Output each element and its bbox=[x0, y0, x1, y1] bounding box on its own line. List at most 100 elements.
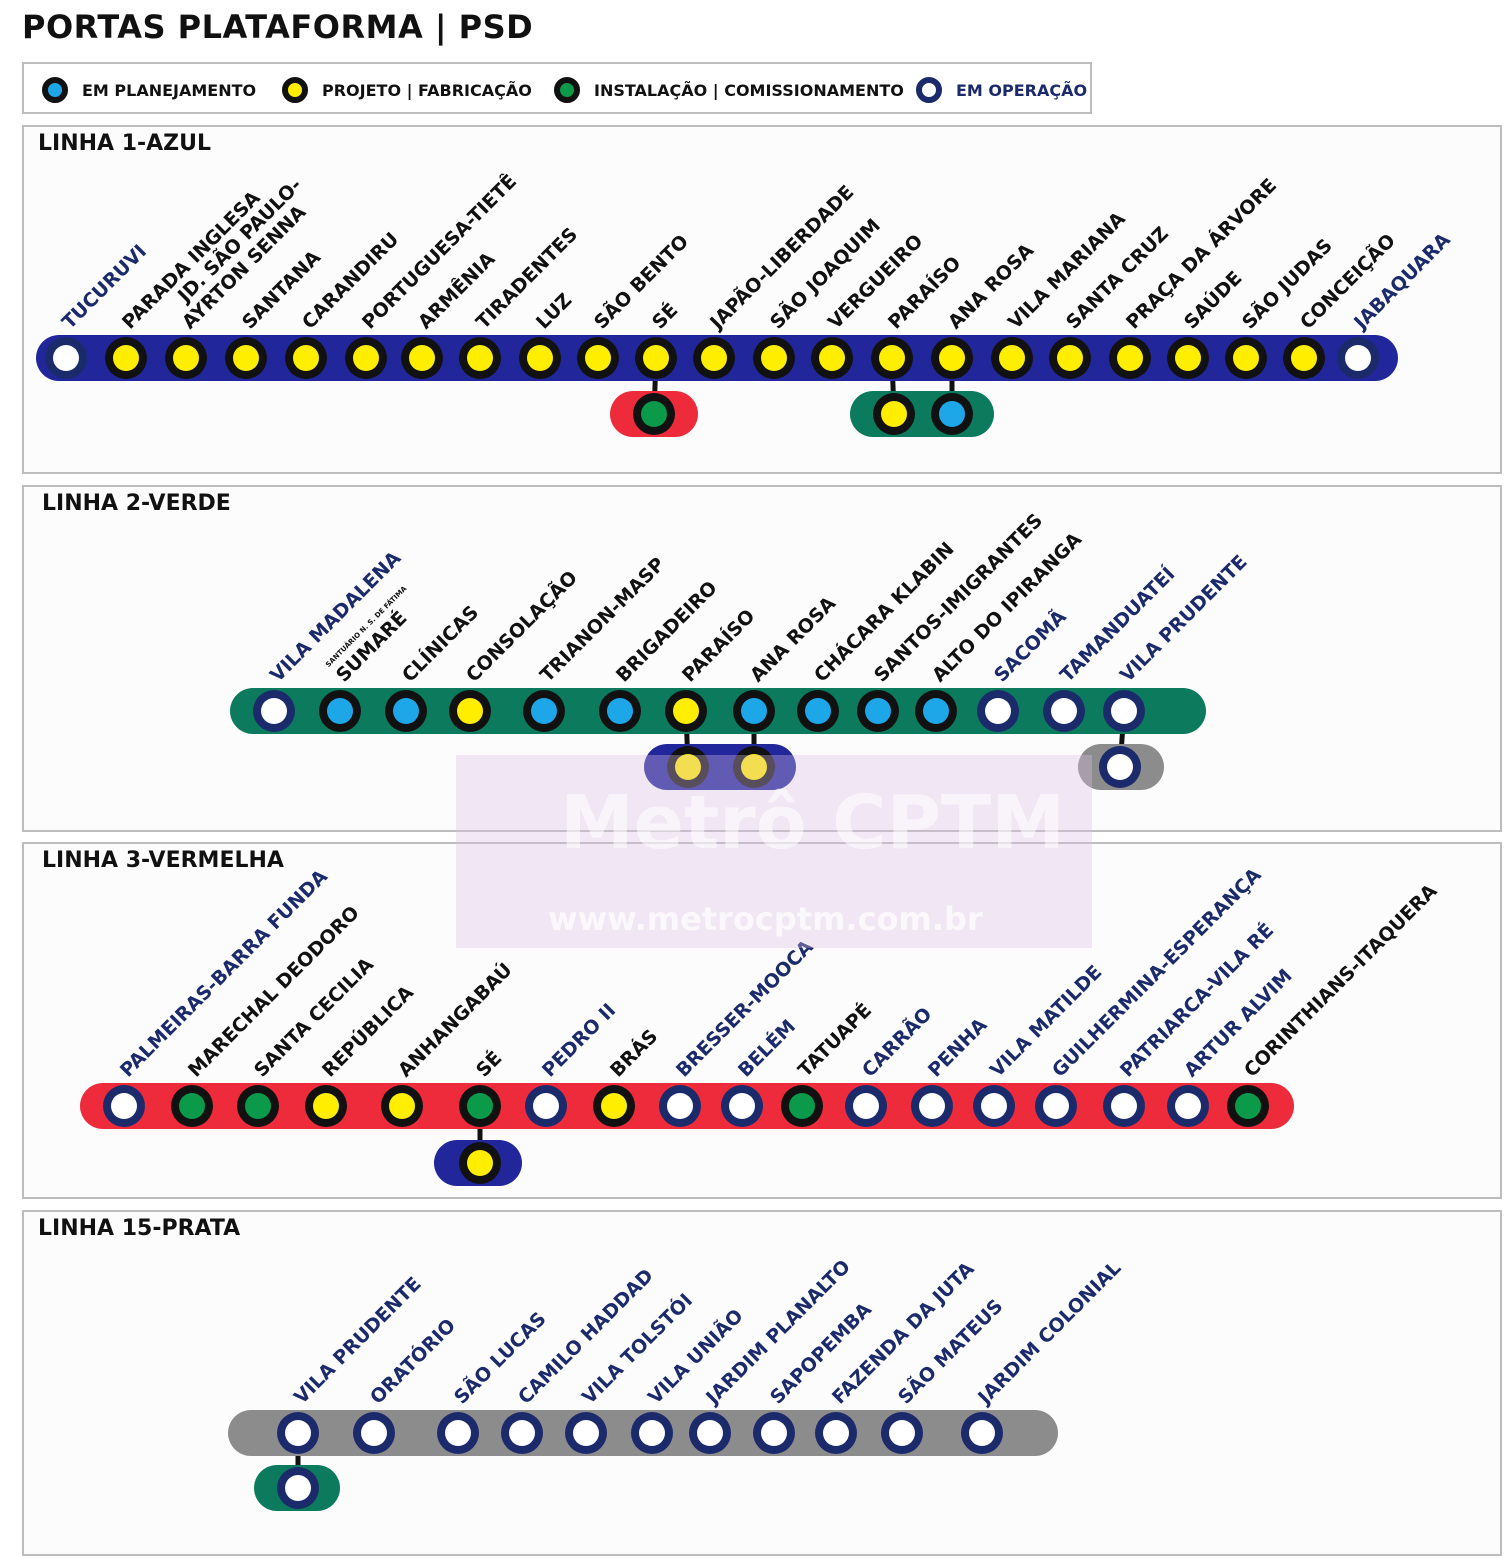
station-dot bbox=[533, 1093, 559, 1119]
station-dot bbox=[393, 698, 419, 724]
station-dot bbox=[805, 698, 831, 724]
legend-item-project: PROJETO | FABRICAÇÃO bbox=[282, 64, 532, 116]
station-label-group: VILA TOLSTÓI bbox=[577, 1288, 697, 1408]
transfer-station-dot bbox=[1107, 754, 1133, 780]
station-dot bbox=[889, 1420, 915, 1446]
station-dot bbox=[467, 345, 493, 371]
station-label: VILA PRUDENTE bbox=[290, 1273, 426, 1409]
station-dot bbox=[607, 698, 633, 724]
legend-label: INSTALAÇÃO | COMISSIONAMENTO bbox=[594, 80, 904, 100]
station-dot bbox=[741, 698, 767, 724]
station-label: PENHA bbox=[924, 1014, 992, 1082]
station-dot bbox=[939, 345, 965, 371]
station-label-group: PENHA bbox=[924, 1014, 992, 1082]
station-dot bbox=[53, 345, 79, 371]
station-dot bbox=[313, 1093, 339, 1119]
transfer-station-dot bbox=[285, 1475, 311, 1501]
station-dot bbox=[819, 345, 845, 371]
station-label-group: SANTA CECILIA bbox=[250, 953, 378, 1081]
station-dot bbox=[879, 345, 905, 371]
station-dot bbox=[1051, 698, 1077, 724]
station-label: TIRADENTES bbox=[472, 223, 582, 333]
legend-item-planning: EM PLANEJAMENTO bbox=[42, 64, 256, 116]
station-label: LUZ bbox=[532, 289, 576, 333]
station-label-group: SANTA CRUZ bbox=[1062, 223, 1173, 334]
station-dot bbox=[1057, 345, 1083, 371]
station-dot bbox=[1233, 345, 1259, 371]
station-dot bbox=[981, 1093, 1007, 1119]
station-dot bbox=[531, 698, 557, 724]
transfer-station-dot bbox=[641, 401, 667, 427]
legend-dot-planning bbox=[42, 77, 68, 103]
legend-label: EM OPERAÇÃO bbox=[956, 80, 1088, 100]
station-label-group: ARTUR ALVIM bbox=[1180, 965, 1297, 1082]
station-dot bbox=[353, 345, 379, 371]
station-label: SÉ bbox=[471, 1046, 506, 1081]
station-dot bbox=[643, 345, 669, 371]
station-label: VILA TOLSTÓI bbox=[577, 1288, 697, 1408]
station-label-group: TRIANON-MASP bbox=[536, 553, 669, 686]
legend-dot-project bbox=[282, 77, 308, 103]
station-label-group: BRÁS bbox=[605, 1025, 662, 1082]
legend-dot-operation bbox=[916, 77, 942, 103]
legend-label: EM PLANEJAMENTO bbox=[82, 80, 257, 100]
transfer-station-dot bbox=[741, 754, 767, 780]
station-dot bbox=[761, 345, 787, 371]
station-dot bbox=[509, 1420, 535, 1446]
station-dot bbox=[601, 1093, 627, 1119]
station-label: SÉ bbox=[647, 298, 682, 333]
station-label-group: CONCEIÇÃO bbox=[1295, 228, 1400, 333]
station-dot bbox=[467, 1093, 493, 1119]
station-label: BRÁS bbox=[605, 1025, 662, 1082]
station-dot bbox=[293, 345, 319, 371]
station-label: SANTA CECILIA bbox=[250, 953, 378, 1081]
station-dot bbox=[969, 1420, 995, 1446]
panel-linha-3: LINHA 3-VERMELHA bbox=[22, 842, 1502, 1199]
station-dot bbox=[457, 698, 483, 724]
station-dot bbox=[823, 1420, 849, 1446]
station-dot bbox=[697, 1420, 723, 1446]
line-title: LINHA 1-AZUL bbox=[38, 131, 212, 156]
station-dot bbox=[233, 345, 259, 371]
legend-label: PROJETO | FABRICAÇÃO bbox=[322, 80, 532, 100]
station-dot bbox=[1291, 345, 1317, 371]
station-dot bbox=[1235, 1093, 1261, 1119]
line-title: LINHA 15-PRATA bbox=[38, 1216, 241, 1241]
transfer-station-dot bbox=[467, 1150, 493, 1176]
station-dot bbox=[729, 1093, 755, 1119]
station-dot bbox=[1111, 698, 1137, 724]
station-label: ARTUR ALVIM bbox=[1180, 965, 1297, 1082]
station-dot bbox=[1111, 1093, 1137, 1119]
legend-item-install: INSTALAÇÃO | COMISSIONAMENTO bbox=[554, 64, 904, 116]
station-dot bbox=[853, 1093, 879, 1119]
station-label: JARDIM COLONIAL bbox=[973, 1257, 1126, 1410]
station-label-group: VILA MATILDE bbox=[986, 961, 1106, 1081]
station-dot bbox=[761, 1420, 787, 1446]
station-dot bbox=[573, 1420, 599, 1446]
station-label: TAMANDUATEÍ bbox=[1055, 562, 1179, 686]
station-label-group: TIRADENTES bbox=[472, 223, 582, 333]
station-dot bbox=[111, 1093, 137, 1119]
station-label-group: VILA PRUDENTE bbox=[290, 1273, 426, 1409]
station-label: JABAQUARA bbox=[1349, 229, 1455, 335]
station-dot bbox=[1175, 1093, 1201, 1119]
station-dot bbox=[179, 1093, 205, 1119]
station-dot bbox=[585, 345, 611, 371]
station-dot bbox=[923, 698, 949, 724]
station-dot bbox=[919, 1093, 945, 1119]
station-label-group: TAMANDUATEÍ bbox=[1055, 562, 1179, 686]
station-dot bbox=[361, 1420, 387, 1446]
legend: EM PLANEJAMENTO PROJETO | FABRICAÇÃO INS… bbox=[22, 62, 1092, 114]
station-label: VILA MATILDE bbox=[986, 961, 1106, 1081]
station-label: SANTA CRUZ bbox=[1062, 223, 1173, 334]
station-dot bbox=[1043, 1093, 1069, 1119]
station-label-group: LUZ bbox=[532, 289, 576, 333]
station-dot bbox=[865, 698, 891, 724]
station-dot bbox=[527, 345, 553, 371]
panel-linha-1: LINHA 1-AZUL bbox=[22, 125, 1502, 474]
station-dot bbox=[261, 698, 287, 724]
station-dot bbox=[113, 345, 139, 371]
station-dot bbox=[1345, 345, 1371, 371]
station-label-group: SÉ bbox=[647, 298, 682, 333]
